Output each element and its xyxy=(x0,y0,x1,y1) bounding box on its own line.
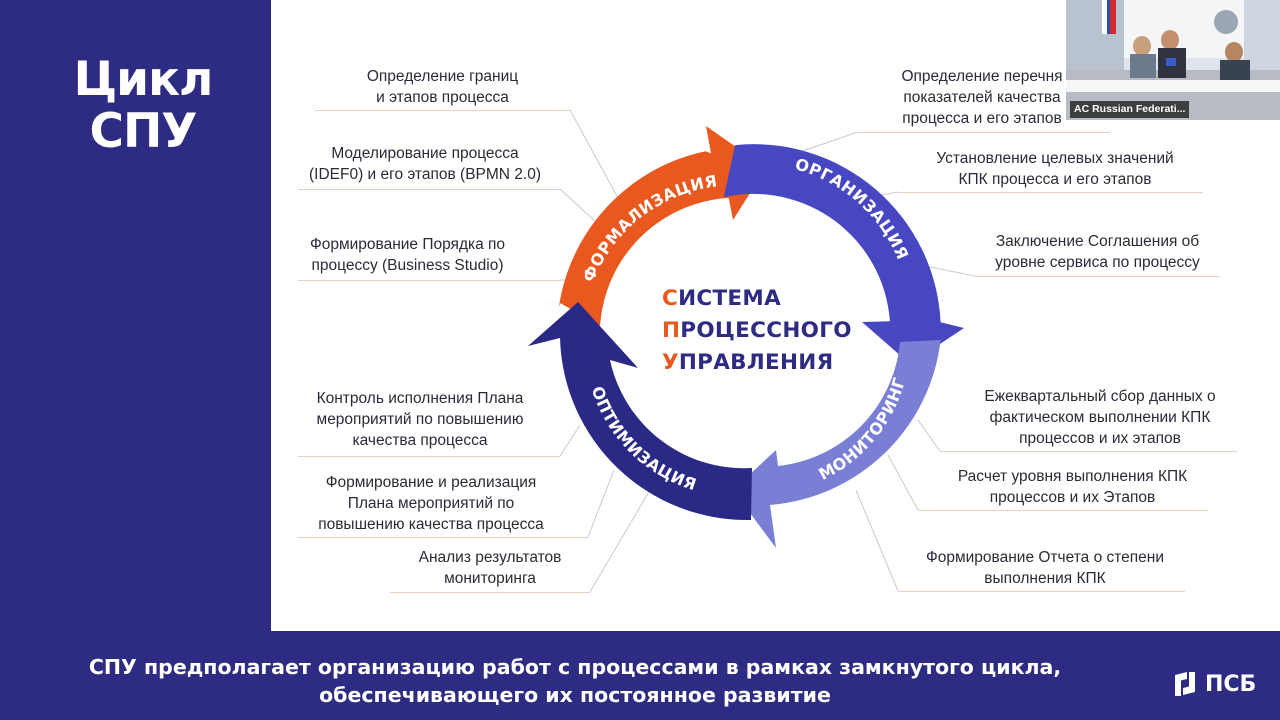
label-underline xyxy=(975,276,1220,277)
label-optimization-1: Контроль исполнения Плана мероприятий по… xyxy=(316,390,524,449)
center-word: ИСТЕМА xyxy=(678,286,782,311)
cycle-ring xyxy=(528,126,964,548)
center-initial: С xyxy=(662,286,679,311)
label-optimization-2: Формирование и реализация Плана мероприя… xyxy=(318,474,544,533)
label-organization-1: Определение перечня показателей качества… xyxy=(901,68,1063,127)
label-underline xyxy=(298,280,560,281)
slide-title: Цикл СПУ xyxy=(73,52,214,159)
segment-formalization xyxy=(559,126,766,326)
center-initial: У xyxy=(662,350,679,375)
center-title-line-1: СИСТЕМА xyxy=(662,286,781,311)
label-formalization-3: Формирование Порядка по процессу (Busine… xyxy=(309,236,506,274)
label-monitoring-1: Ежеквартальный сбор данных о фактическом… xyxy=(984,388,1216,447)
center-word: ПРАВЛЕНИЯ xyxy=(678,350,834,375)
center-word: РОЦЕССНОГО xyxy=(680,318,852,343)
label-underline xyxy=(898,192,1203,193)
label-monitoring-3: Формирование Отчета о степени выполнения… xyxy=(925,549,1165,587)
label-underline xyxy=(298,189,560,190)
process-cycle-diagram: ФОРМАЛИЗАЦИЯ ОРГАНИЗАЦИЯ МОНИТОРИНГ ОПТИ… xyxy=(528,109,976,593)
label-formalization-2: Моделирование процесса (IDEF0) и его эта… xyxy=(308,145,541,183)
label-underline xyxy=(858,132,1110,133)
segment-optimization xyxy=(528,302,752,521)
label-monitoring-2: Расчет уровня выполнения КПК процессов и… xyxy=(957,468,1188,506)
label-underline xyxy=(298,537,588,538)
label-underline xyxy=(298,456,560,457)
center-initial: П xyxy=(662,318,681,343)
label-formalization-1: Определение границ и этапов процесса xyxy=(366,68,519,106)
brand-logo: ПСБ xyxy=(1173,669,1256,699)
center-title-line-2: ПРОЦЕССНОГО xyxy=(662,318,852,343)
segment-organization xyxy=(723,144,964,364)
label-underline xyxy=(940,451,1237,452)
segment-monitoring xyxy=(733,340,941,548)
video-participant-label: AC Russian Federati... xyxy=(1070,101,1190,118)
brand-name: ПСБ xyxy=(1205,671,1257,697)
center-title-line-3: УПРАВЛЕНИЯ xyxy=(662,350,833,375)
label-underline xyxy=(898,591,1185,592)
video-feed-thumbnail[interactable] xyxy=(1066,0,1280,120)
label-underline xyxy=(390,592,590,593)
slide-caption: СПУ предполагает организацию работ с про… xyxy=(88,655,1062,707)
label-optimization-3: Анализ результатов мониторинга xyxy=(418,549,562,587)
psb-logo-icon xyxy=(1175,672,1195,696)
label-underline xyxy=(918,510,1208,511)
label-organization-2: Установление целевых значений КПК процес… xyxy=(936,150,1174,188)
label-organization-3: Заключение Соглашения об уровне сервиса … xyxy=(995,233,1200,271)
label-underline xyxy=(315,110,570,111)
